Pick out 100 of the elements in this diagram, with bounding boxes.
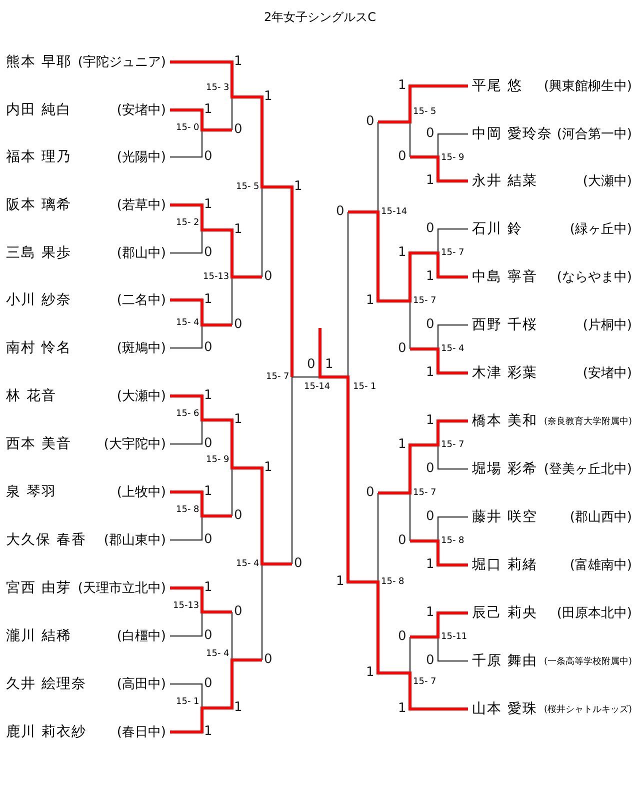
game-score: 15- 8 (381, 578, 404, 586)
player-name: 小川 紗奈 (6, 291, 72, 309)
match-score: 1 (398, 246, 406, 258)
school-name: (緑ヶ丘中) (570, 221, 632, 238)
match-score: 0 (204, 246, 212, 258)
school-name: (天理市立北中) (78, 580, 166, 597)
match-score: 0 (204, 676, 212, 690)
school-name: (宇陀ジュニア) (78, 54, 166, 71)
player-name: 堀口 莉緒 (472, 556, 538, 574)
school-name: (富雄南中) (570, 557, 632, 574)
match-score: 0 (426, 222, 434, 234)
game-score: 15- 2 (176, 218, 200, 228)
game-score: 15- 9 (206, 456, 230, 464)
player-name: 南村 怜名 (6, 339, 72, 357)
game-score: 15- 4 (236, 560, 260, 568)
match-score: 0 (426, 654, 434, 666)
game-score: 15-11 (441, 632, 468, 642)
school-name: (高田中) (116, 676, 166, 693)
game-score: 15-14 (381, 208, 408, 216)
match-score: 0 (234, 604, 242, 618)
school-name: (登美ヶ丘北中) (544, 461, 632, 478)
player-name: 熊本 早耶 (6, 53, 72, 71)
match-score: 1 (398, 702, 406, 714)
match-score: 1 (398, 438, 406, 450)
player-name: 鹿川 莉衣紗 (6, 723, 86, 741)
player-name: 泉 琴羽 (6, 483, 56, 501)
match-score: 0 (336, 204, 344, 218)
match-score: 0 (234, 122, 242, 136)
school-name: (白橿中) (116, 628, 166, 645)
player-name: 中島 寧音 (472, 268, 538, 286)
school-name: (河合第一中) (556, 126, 632, 143)
player-name: 中岡 愛玲奈 (472, 125, 552, 143)
match-score: 1 (204, 484, 212, 498)
title: 2年女子シングルスC (262, 9, 377, 26)
match-score: 0 (366, 486, 374, 498)
match-score: 0 (398, 150, 406, 162)
player-name: 辰己 莉央 (472, 604, 538, 622)
school-name: (ならやま中) (556, 269, 632, 286)
match-score: 1 (426, 366, 434, 378)
school-name: (上牧中) (116, 484, 166, 501)
match-score: 0 (398, 342, 406, 354)
game-score: 15- 3 (206, 84, 230, 92)
game-score: 15- 4 (206, 650, 230, 658)
player-name: 西野 千桜 (472, 316, 538, 334)
player-name: 西本 美音 (6, 435, 72, 453)
game-score: 15- 7 (441, 440, 464, 450)
match-score: 0 (294, 556, 302, 570)
match-score: 0 (264, 270, 272, 282)
school-name: (桜井シャトルキッズ) (544, 704, 632, 716)
match-score: 1 (366, 666, 374, 678)
player-name: 橋本 美和 (472, 412, 538, 430)
match-score: 0 (234, 508, 242, 522)
player-name: 大久保 春香 (6, 531, 86, 549)
game-score: 15- 7 (266, 372, 290, 382)
match-score: 1 (426, 270, 434, 282)
player-name: 山本 愛珠 (472, 700, 538, 718)
match-score: 0 (426, 462, 434, 474)
match-score: 0 (204, 532, 212, 546)
school-name: (春日中) (116, 724, 166, 741)
match-score: 0 (204, 436, 212, 450)
match-score: 1 (426, 414, 434, 426)
player-name: 宮西 由芽 (6, 579, 72, 597)
match-score: 1 (204, 724, 212, 738)
match-score: 1 (204, 198, 212, 210)
school-name: (大瀬中) (582, 173, 632, 190)
match-score: 1 (264, 90, 272, 102)
player-name: 平尾 悠 (472, 77, 522, 95)
match-score: 0 (234, 318, 242, 330)
player-name: 三島 果歩 (6, 244, 72, 262)
game-score: 15- 9 (441, 154, 464, 162)
school-name: (郡山中) (116, 245, 166, 262)
school-name: (郡山西中) (570, 509, 632, 526)
match-score: 1 (204, 580, 212, 594)
match-score: 1 (204, 388, 212, 402)
player-name: 阪本 璃希 (6, 196, 72, 214)
match-score: 0 (398, 630, 406, 642)
match-score: 1 (204, 102, 212, 116)
match-score: 1 (426, 174, 434, 186)
game-score: 15- 7 (413, 678, 436, 686)
player-name: 堀場 彩希 (472, 460, 538, 478)
game-score: 15- 1 (353, 382, 376, 392)
game-score: 15- 7 (413, 296, 436, 306)
match-score: 1 (294, 180, 302, 192)
match-score: 1 (336, 574, 344, 588)
match-score: 1 (234, 700, 242, 714)
match-score: 1 (398, 78, 406, 92)
player-name: 藤井 咲空 (472, 508, 538, 526)
player-name: 木津 彩葉 (472, 364, 538, 382)
game-score: 15- 4 (441, 344, 464, 354)
game-score: 15- 7 (441, 248, 464, 258)
game-score: 15- 5 (413, 108, 436, 116)
school-name: (斑鳩中) (116, 340, 166, 357)
game-score: 15- 7 (413, 488, 436, 498)
match-score: 1 (234, 54, 242, 68)
school-name: (田原本北中) (556, 605, 632, 622)
game-score: 15- 8 (441, 536, 464, 546)
match-score: 1 (325, 358, 334, 370)
player-name: 千原 舞由 (472, 652, 538, 670)
game-score: 15- 0 (176, 124, 200, 132)
match-score: 1 (426, 606, 434, 618)
